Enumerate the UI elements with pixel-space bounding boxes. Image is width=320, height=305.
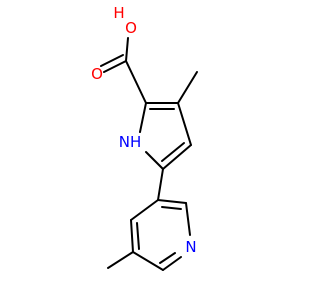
bond-py-c5-methyl bbox=[107, 251, 134, 269]
bond-carboxyl-c-o-double-b bbox=[100, 54, 124, 67]
bond-layer bbox=[100, 37, 198, 271]
bond-py-c6-n-a bbox=[162, 256, 182, 271]
molecule-structure: O H O NH N bbox=[91, 4, 198, 271]
bond-py-c5-c6 bbox=[132, 251, 164, 271]
bond-pyrrole-pyridine bbox=[157, 168, 164, 201]
bond-c3-methyl bbox=[177, 71, 198, 104]
bond-carboxyl-c-ring bbox=[125, 60, 147, 104]
atom-label-pyrrole-nh: NH bbox=[119, 133, 142, 151]
bond-py-c6-n-b bbox=[159, 252, 176, 264]
bond-py-c3-c4 bbox=[130, 199, 159, 221]
atom-label-pyridine-n: N bbox=[185, 238, 196, 256]
molecule-canvas: O H O NH N bbox=[91, 4, 198, 271]
atom-label-layer: O H O NH N bbox=[91, 4, 197, 256]
bond-n1-c2 bbox=[139, 102, 147, 133]
atom-label-hydroxyl-o: O bbox=[125, 19, 137, 37]
bond-py-n-c2 bbox=[185, 202, 191, 236]
bond-carboxyl-c-o-double-a bbox=[103, 60, 127, 73]
bond-c4-c5-b bbox=[161, 142, 185, 162]
bond-py-c4-c5-b bbox=[136, 222, 140, 250]
atom-label-carbonyl-o: O bbox=[91, 65, 103, 83]
bond-carboxyl-c-oh bbox=[125, 37, 129, 62]
atom-label-hydroxyl-h: H bbox=[113, 4, 124, 22]
bond-py-c4-c5-a bbox=[130, 219, 134, 253]
bond-py-c2-c3-b bbox=[161, 206, 182, 210]
bond-c4-c5-a bbox=[162, 144, 192, 170]
bond-c3-c4 bbox=[177, 102, 192, 146]
bond-c5-n1 bbox=[145, 151, 164, 170]
bond-py-c2-c3-a bbox=[157, 199, 187, 204]
